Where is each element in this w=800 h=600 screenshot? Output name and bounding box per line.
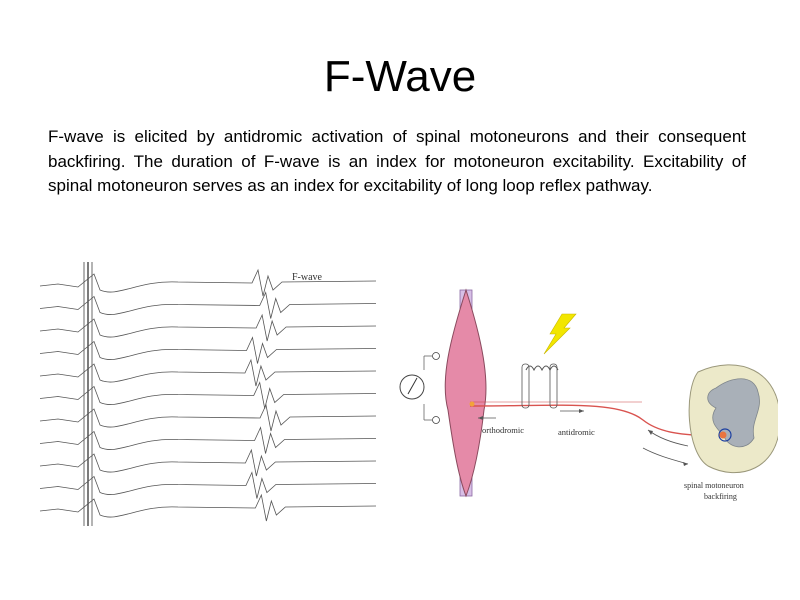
stimulator-coil	[525, 365, 559, 372]
return-arrow-lower	[642, 447, 689, 465]
return-arrowhead-lower	[683, 462, 688, 466]
spinal-label-line1: spinal motoneuron	[684, 481, 744, 490]
motoneuron-soma	[719, 431, 727, 439]
f-wave-traces-figure: F-wave	[39, 262, 377, 526]
endplate-marker	[469, 401, 475, 407]
return-arrow-upper	[647, 429, 689, 447]
antidromic-arrowhead	[579, 409, 584, 413]
emg-trace	[39, 313, 377, 342]
spinal-label-line2: backfiring	[704, 492, 737, 501]
emg-trace	[39, 426, 377, 454]
electrode-top	[432, 352, 440, 360]
orthodromic-label: orthodromic	[482, 425, 524, 435]
emg-trace	[39, 493, 377, 522]
body-paragraph: F-wave is elicited by antidromic activat…	[48, 127, 746, 195]
stimulator-lead-right	[549, 363, 558, 409]
muscle-belly	[444, 288, 487, 498]
stimulator-lead-left	[521, 363, 530, 409]
motoneuron-loop	[718, 428, 732, 442]
emg-trace	[39, 336, 377, 364]
antidromic-pathway-diagram: orthodromic antidromic spinal motoneuron…	[399, 288, 778, 501]
emg-trace	[39, 291, 377, 319]
electrode-bottom	[432, 416, 440, 424]
stimulus-bolt-icon	[543, 313, 577, 355]
emg-trace	[39, 448, 377, 477]
emg-trace	[39, 381, 377, 409]
slide-title: F-Wave	[323, 52, 477, 101]
meter-needle	[407, 377, 418, 395]
antidromic-label: antidromic	[558, 427, 595, 437]
emg-trace	[39, 471, 377, 499]
grey-matter	[707, 378, 760, 448]
emg-trace	[39, 403, 377, 432]
emg-trace	[39, 268, 377, 297]
return-arrowhead-upper	[648, 430, 653, 435]
f-wave-label: F-wave	[292, 272, 323, 283]
emg-trace	[39, 358, 377, 387]
orthodromic-arrowhead	[478, 416, 483, 420]
trace-group	[39, 262, 377, 526]
